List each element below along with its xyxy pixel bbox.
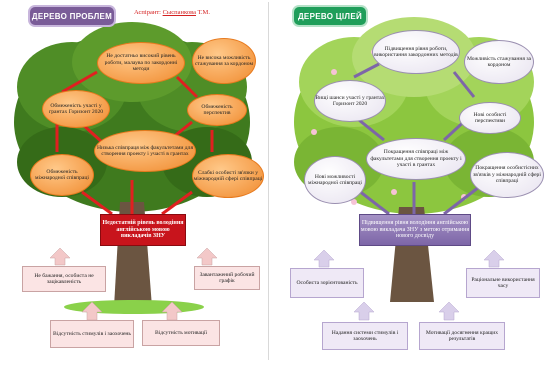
problem-top-node: Не достатньо високий рівень роботи, мала…	[97, 42, 185, 84]
author-name: Сыспанкова	[162, 9, 196, 16]
problem-international-node: Обмеженість міжнародної співпраці	[30, 154, 94, 196]
cause-motivation-box: Відсутність мотивації	[142, 320, 220, 346]
goal-collab-node: Покращення співпраці між факультетами дл…	[366, 138, 466, 180]
goal-international-node: Нові можливості міжнародної співпраці	[304, 156, 366, 204]
problem-horizon-node: Обмеженість участі у грантах Горизонт 20…	[42, 90, 110, 128]
cause-schedule-box: Завантажений робочий графік	[194, 266, 260, 290]
problem-collab-node: Низька співпраця між факультетами для ст…	[94, 130, 196, 172]
means-personal-box: Особиста зорієнтованість	[290, 268, 364, 298]
author-line: Аспірант: Сыспанкова Т.М.	[134, 9, 210, 16]
means-arrows	[313, 249, 505, 321]
author-initials: Т.М.	[195, 9, 210, 16]
cause-desire-box: Не бажання, особиста не зацікавленість	[22, 266, 106, 292]
problem-tree-panel: ДЕРЕВО ПРОБЛЕМ Аспірант: Сыспанкова Т.М.…	[2, 2, 269, 360]
problem-tree-title: ДЕРЕВО ПРОБЛЕМ	[30, 7, 114, 25]
goal-abroad-node: Можливість стажування за кордоном	[464, 40, 534, 84]
problem-prospects-node: Обмеженість перспектив	[187, 94, 247, 126]
problem-abroad-node: Не висока можливість стажування за кордо…	[192, 38, 256, 84]
goal-arrows	[348, 62, 480, 216]
author-label: Аспірант:	[134, 9, 163, 16]
goal-prospects-node: Нові особисті перспективи	[459, 102, 521, 134]
means-time-box: Раціональне використання часу	[466, 268, 540, 298]
cause-arrows	[49, 247, 218, 321]
root-problem-box: Недостатній рівень володіння англійською…	[100, 214, 186, 246]
means-motivation-box: Мотивації досягнення кращих результатів	[419, 322, 505, 350]
problem-weak-node: Слабкі особисті зв'язки у міжнародній сф…	[192, 154, 264, 198]
goal-relations-node: Покращення особистісних зв'язків у міжна…	[470, 152, 544, 198]
goal-chances-node: Вищі шанси участі у грантах Горизонт 202…	[314, 80, 386, 122]
goal-tree-title: ДЕРЕВО ЦІЛЕЙ	[294, 7, 366, 25]
means-incentives-box: Надання системи стимулів і заохочень	[322, 322, 408, 350]
goal-tree-panel: ДЕРЕВО ЦІЛЕЙ Підвищення рівня роботи, ви…	[284, 2, 546, 360]
root-goal-box: Підвищення рівня володіння англійською м…	[359, 214, 471, 246]
cause-incentives-box: Відсутність стимулів і заохочень	[50, 320, 134, 348]
goal-top-node: Підвищення рівня роботи, використання за…	[372, 30, 460, 74]
